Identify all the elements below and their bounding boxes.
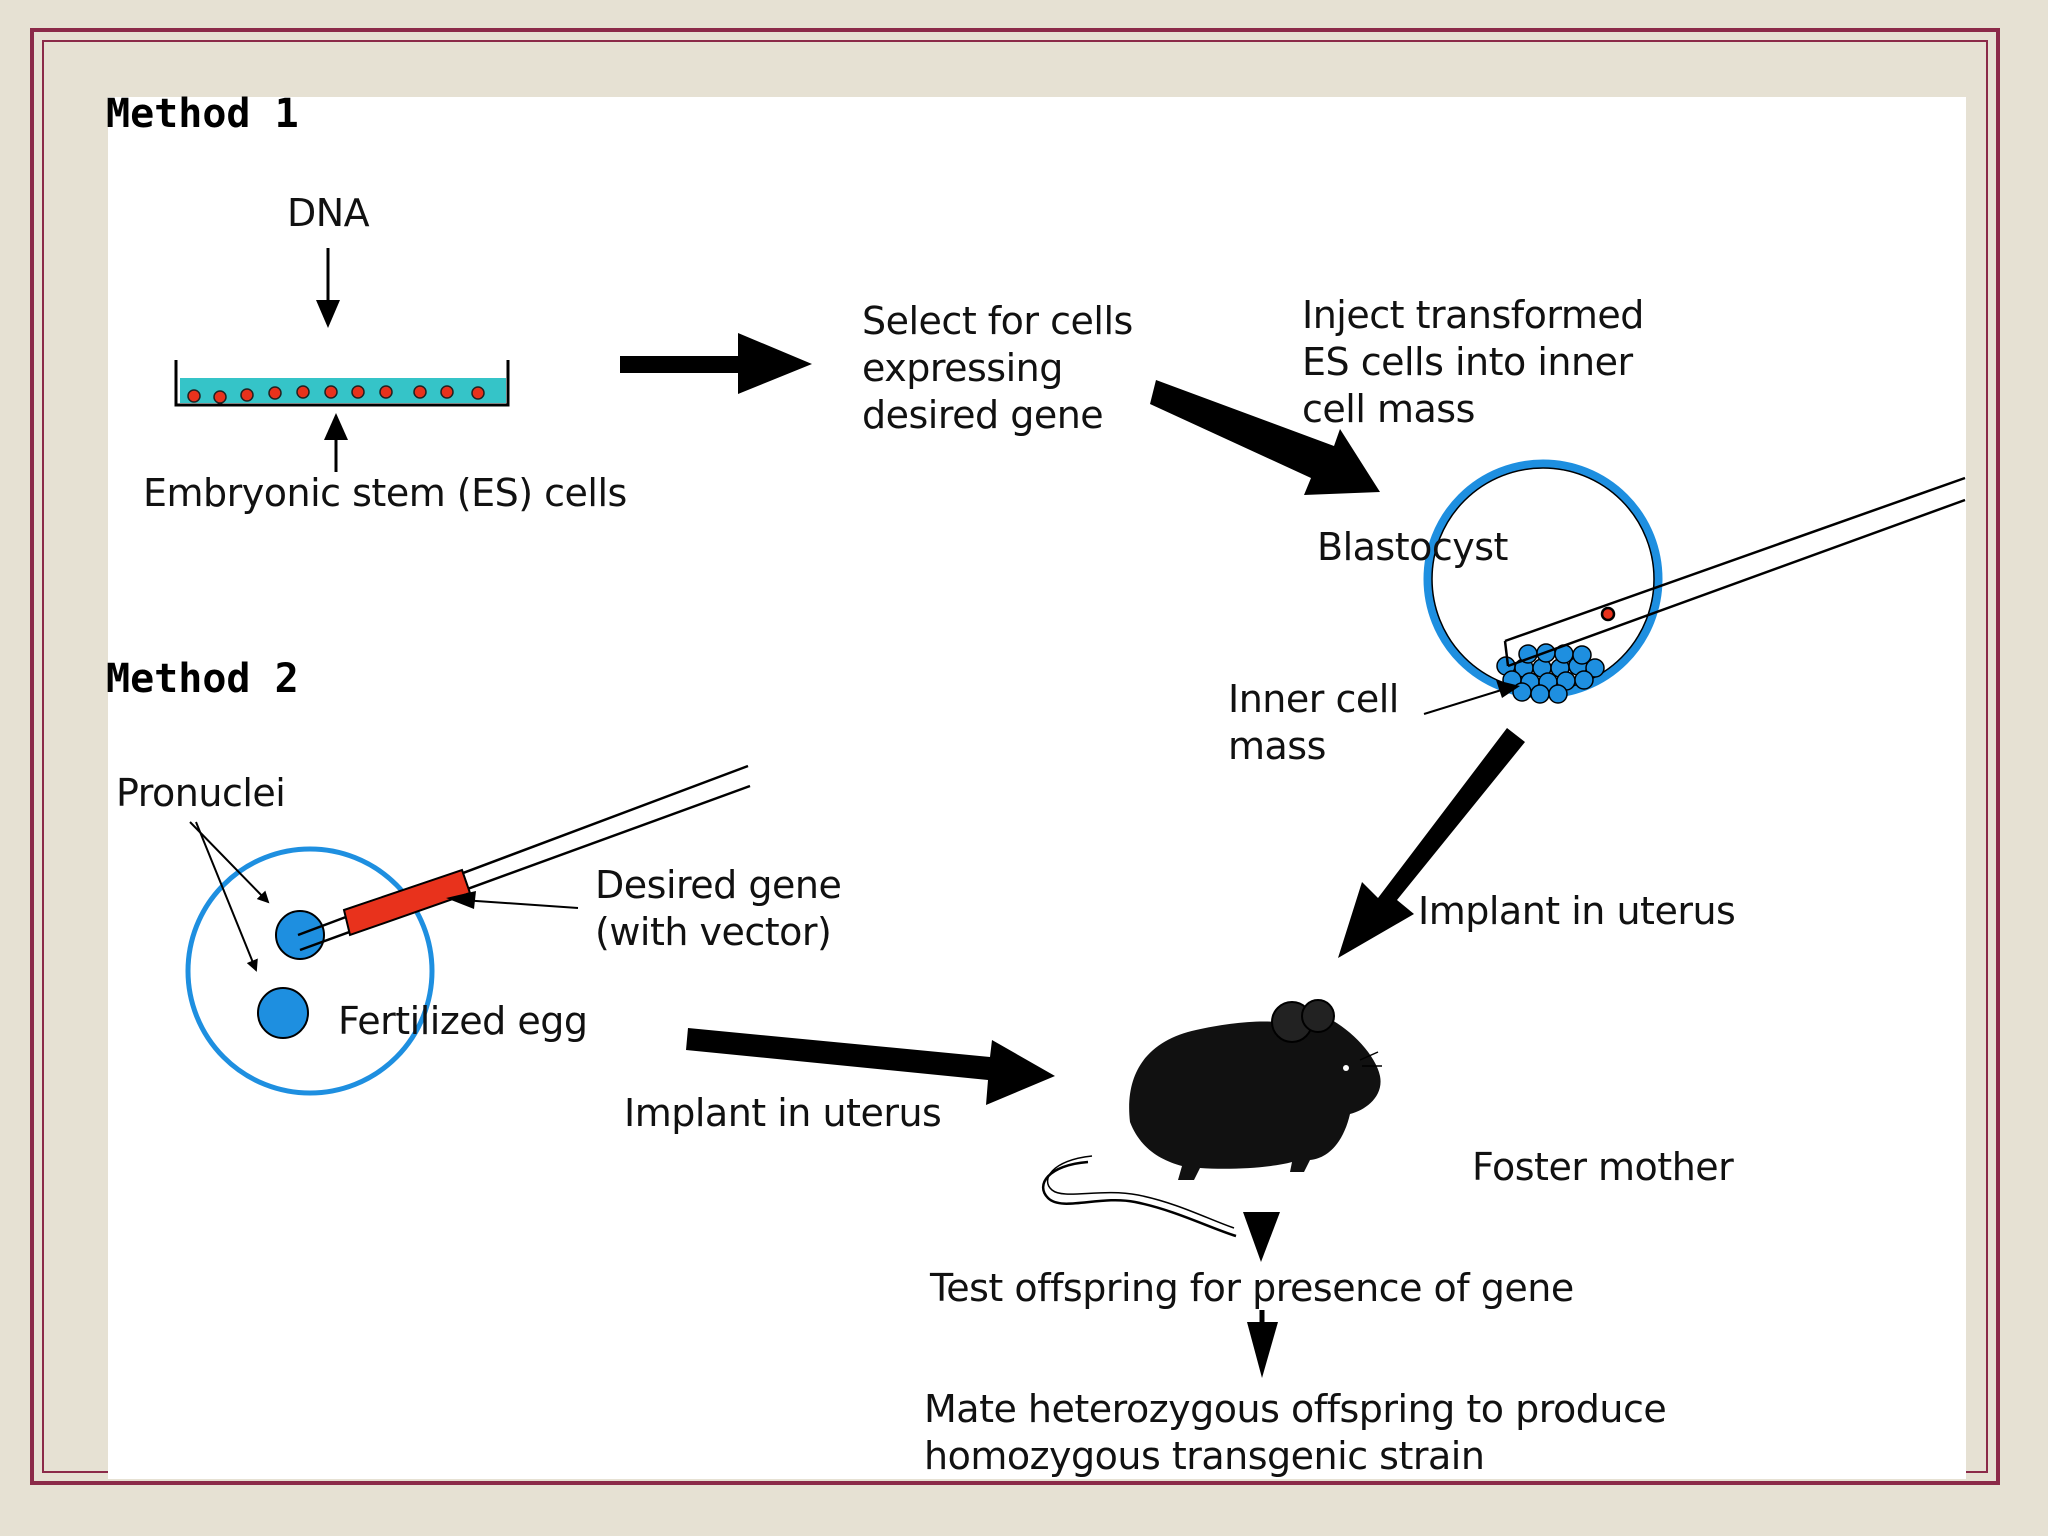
method2-heading: Method 2	[106, 656, 299, 702]
implant-uterus-label-method1: Implant in uterus	[1418, 889, 1736, 933]
arrow-test-to-mate	[1247, 1310, 1278, 1378]
arrow-egg-to-mother	[686, 1028, 1055, 1105]
inject-label: Inject transformed ES cells into inner c…	[1302, 293, 1644, 431]
arrow-select-to-blastocyst	[1150, 380, 1380, 495]
es-cells-arrow	[324, 413, 348, 472]
pronuclei-pointers	[189, 821, 270, 972]
arrow-mother-to-test	[1243, 1212, 1280, 1262]
dna-label: DNA	[287, 191, 370, 235]
desired-gene-label: Desired gene (with vector)	[595, 863, 842, 954]
pronuclei-label: Pronuclei	[116, 771, 286, 815]
es-cell-dish	[174, 360, 510, 407]
test-offspring-label: Test offspring for presence of gene	[930, 1266, 1574, 1310]
implant-uterus-label-method2: Implant in uterus	[624, 1091, 942, 1135]
arrow-dish-to-select	[620, 333, 812, 394]
desired-gene-pointer	[446, 891, 579, 909]
method1-heading: Method 1	[106, 91, 299, 137]
es-cells-label: Embryonic stem (ES) cells	[143, 471, 627, 515]
fertilized-egg	[185, 846, 435, 1096]
arrow-blastocyst-to-mother	[1338, 728, 1525, 958]
fertilized-egg-label: Fertilized egg	[338, 999, 588, 1043]
inner-cell-mass-label: Inner cell mass	[1228, 677, 1399, 768]
inner-cell-mass-cells	[1496, 643, 1605, 704]
blastocyst	[1423, 459, 1663, 704]
pronucleus-bottom	[257, 987, 309, 1039]
dna-arrow	[316, 248, 340, 328]
mate-offspring-label: Mate heterozygous offspring to produce h…	[924, 1387, 1667, 1478]
diagram-panel	[108, 97, 1966, 1479]
select-cells-label: Select for cells expressing desired gene	[862, 299, 1133, 437]
mouse-icon	[1042, 999, 1382, 1238]
inner-cell-mass-pointer	[1423, 680, 1520, 715]
foster-mother-label: Foster mother	[1472, 1145, 1734, 1189]
blastocyst-label: Blastocyst	[1317, 525, 1508, 569]
injection-pipette-blastocyst	[1503, 476, 1966, 668]
